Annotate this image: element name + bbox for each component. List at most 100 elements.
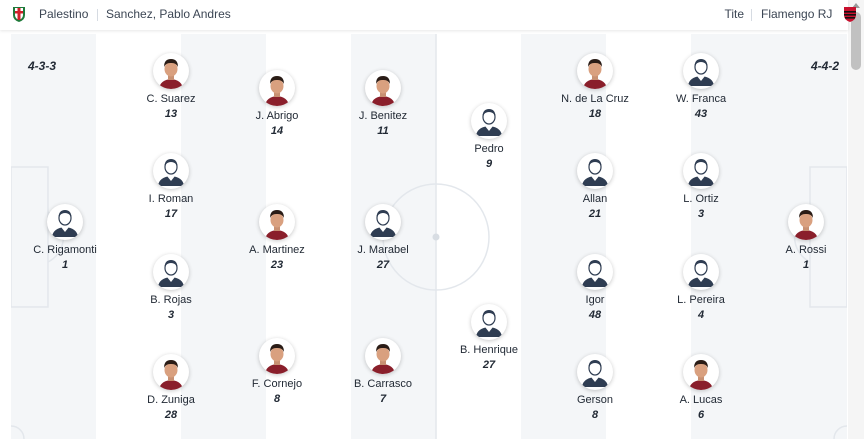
player-card[interactable]: Gerson 8	[540, 354, 650, 421]
pitch-stripe	[436, 34, 521, 439]
placeholder-person-icon	[471, 304, 507, 340]
placeholder-person-icon	[683, 53, 719, 89]
placeholder-person-icon	[471, 103, 507, 139]
player-name: B. Carrasco	[353, 378, 413, 390]
away-formation: 4-4-2	[811, 59, 840, 73]
player-name: Pedro	[474, 143, 504, 155]
player-name: D. Zuniga	[147, 394, 195, 406]
palestino-crest-icon	[13, 7, 25, 22]
player-card[interactable]: Allan 21	[540, 153, 650, 220]
player-name: Igor	[585, 294, 605, 306]
player-card[interactable]: L. Ortiz 3	[646, 153, 756, 220]
player-card[interactable]: N. de La Cruz 18	[540, 53, 650, 120]
player-number: 21	[588, 208, 602, 220]
player-card[interactable]: B. Henrique 27	[434, 304, 544, 371]
player-number: 1	[61, 259, 69, 271]
player-photo-icon	[683, 354, 719, 390]
player-card[interactable]: C. Suarez 13	[116, 53, 226, 120]
player-card[interactable]: A. Lucas 6	[646, 354, 756, 421]
player-photo-icon	[259, 70, 295, 106]
player-name: L. Pereira	[677, 294, 725, 306]
player-number: 27	[376, 259, 390, 271]
player-number: 14	[270, 125, 284, 137]
player-name: I. Roman	[148, 193, 194, 205]
player-number: 9	[485, 158, 493, 170]
placeholder-person-icon	[577, 254, 613, 290]
home-coach-name: Sanchez, Pablo Andres	[106, 7, 231, 21]
player-photo-icon	[259, 204, 295, 240]
player-name: J. Abrigo	[255, 110, 299, 122]
player-number: 13	[164, 108, 178, 120]
flamengo-crest-icon	[844, 7, 856, 22]
player-card[interactable]: Igor 48	[540, 254, 650, 321]
player-number: 28	[164, 409, 178, 421]
player-number: 1	[802, 259, 810, 271]
player-card[interactable]: I. Roman 17	[116, 153, 226, 220]
player-name: A. Rossi	[785, 244, 827, 256]
player-number: 17	[164, 208, 178, 220]
player-card[interactable]: A. Rossi 1	[751, 204, 861, 271]
player-name: A. Lucas	[679, 394, 723, 406]
player-name: J. Marabel	[357, 244, 409, 256]
player-name: C. Rigamonti	[33, 244, 97, 256]
player-card[interactable]: L. Pereira 4	[646, 254, 756, 321]
placeholder-person-icon	[153, 153, 189, 189]
player-number: 4	[697, 309, 705, 321]
player-name: L. Ortiz	[683, 193, 719, 205]
player-photo-icon	[365, 338, 401, 374]
player-photo-icon	[153, 53, 189, 89]
player-name: B. Henrique	[459, 344, 519, 356]
player-number: 23	[270, 259, 284, 271]
player-photo-icon	[577, 53, 613, 89]
player-number: 48	[588, 309, 602, 321]
placeholder-person-icon	[365, 204, 401, 240]
player-photo-icon	[153, 354, 189, 390]
player-number: 11	[377, 125, 389, 137]
player-number: 8	[591, 409, 599, 421]
home-formation: 4-3-3	[28, 59, 57, 73]
player-name: Allan	[582, 193, 608, 205]
player-card[interactable]: C. Rigamonti 1	[10, 204, 120, 271]
player-number: 27	[482, 359, 496, 371]
placeholder-person-icon	[47, 204, 83, 240]
header-divider	[751, 9, 752, 21]
player-card[interactable]: A. Martinez 23	[222, 204, 332, 271]
player-name: A. Martinez	[249, 244, 305, 256]
player-name: F. Cornejo	[251, 378, 303, 390]
away-coach-name: Tite	[724, 7, 744, 21]
scrollbar-thumb[interactable]	[851, 12, 861, 70]
player-name: J. Benitez	[358, 110, 408, 122]
pitch-stripe	[606, 34, 691, 439]
player-card[interactable]: Pedro 9	[434, 103, 544, 170]
player-name: C. Suarez	[146, 93, 196, 105]
player-name: W. Franca	[675, 93, 727, 105]
player-number: 43	[694, 108, 708, 120]
player-name: B. Rojas	[150, 294, 192, 306]
player-card[interactable]: W. Franca 43	[646, 53, 756, 120]
player-number: 18	[588, 108, 602, 120]
placeholder-person-icon	[683, 254, 719, 290]
lineup-header: Palestino Sanchez, Pablo Andres Tite Fla…	[0, 0, 856, 30]
player-card[interactable]: D. Zuniga 28	[116, 354, 226, 421]
scroll-up-arrow-icon[interactable]	[852, 3, 860, 8]
player-card[interactable]: B. Rojas 3	[116, 254, 226, 321]
player-number: 3	[697, 208, 705, 220]
player-card[interactable]: J. Marabel 27	[328, 204, 438, 271]
page-scrollbar[interactable]	[848, 0, 864, 439]
player-name: Gerson	[576, 394, 614, 406]
player-name: N. de La Cruz	[561, 93, 629, 105]
player-photo-icon	[788, 204, 824, 240]
placeholder-person-icon	[577, 153, 613, 189]
player-card[interactable]: J. Benitez 11	[328, 70, 438, 137]
home-team-name[interactable]: Palestino	[39, 7, 89, 21]
placeholder-person-icon	[683, 153, 719, 189]
placeholder-person-icon	[577, 354, 613, 390]
player-number: 3	[167, 309, 175, 321]
player-photo-icon	[259, 338, 295, 374]
player-photo-icon	[365, 70, 401, 106]
player-number: 6	[697, 409, 705, 421]
away-team-name[interactable]: Flamengo RJ	[761, 7, 833, 21]
player-card[interactable]: J. Abrigo 14	[222, 70, 332, 137]
